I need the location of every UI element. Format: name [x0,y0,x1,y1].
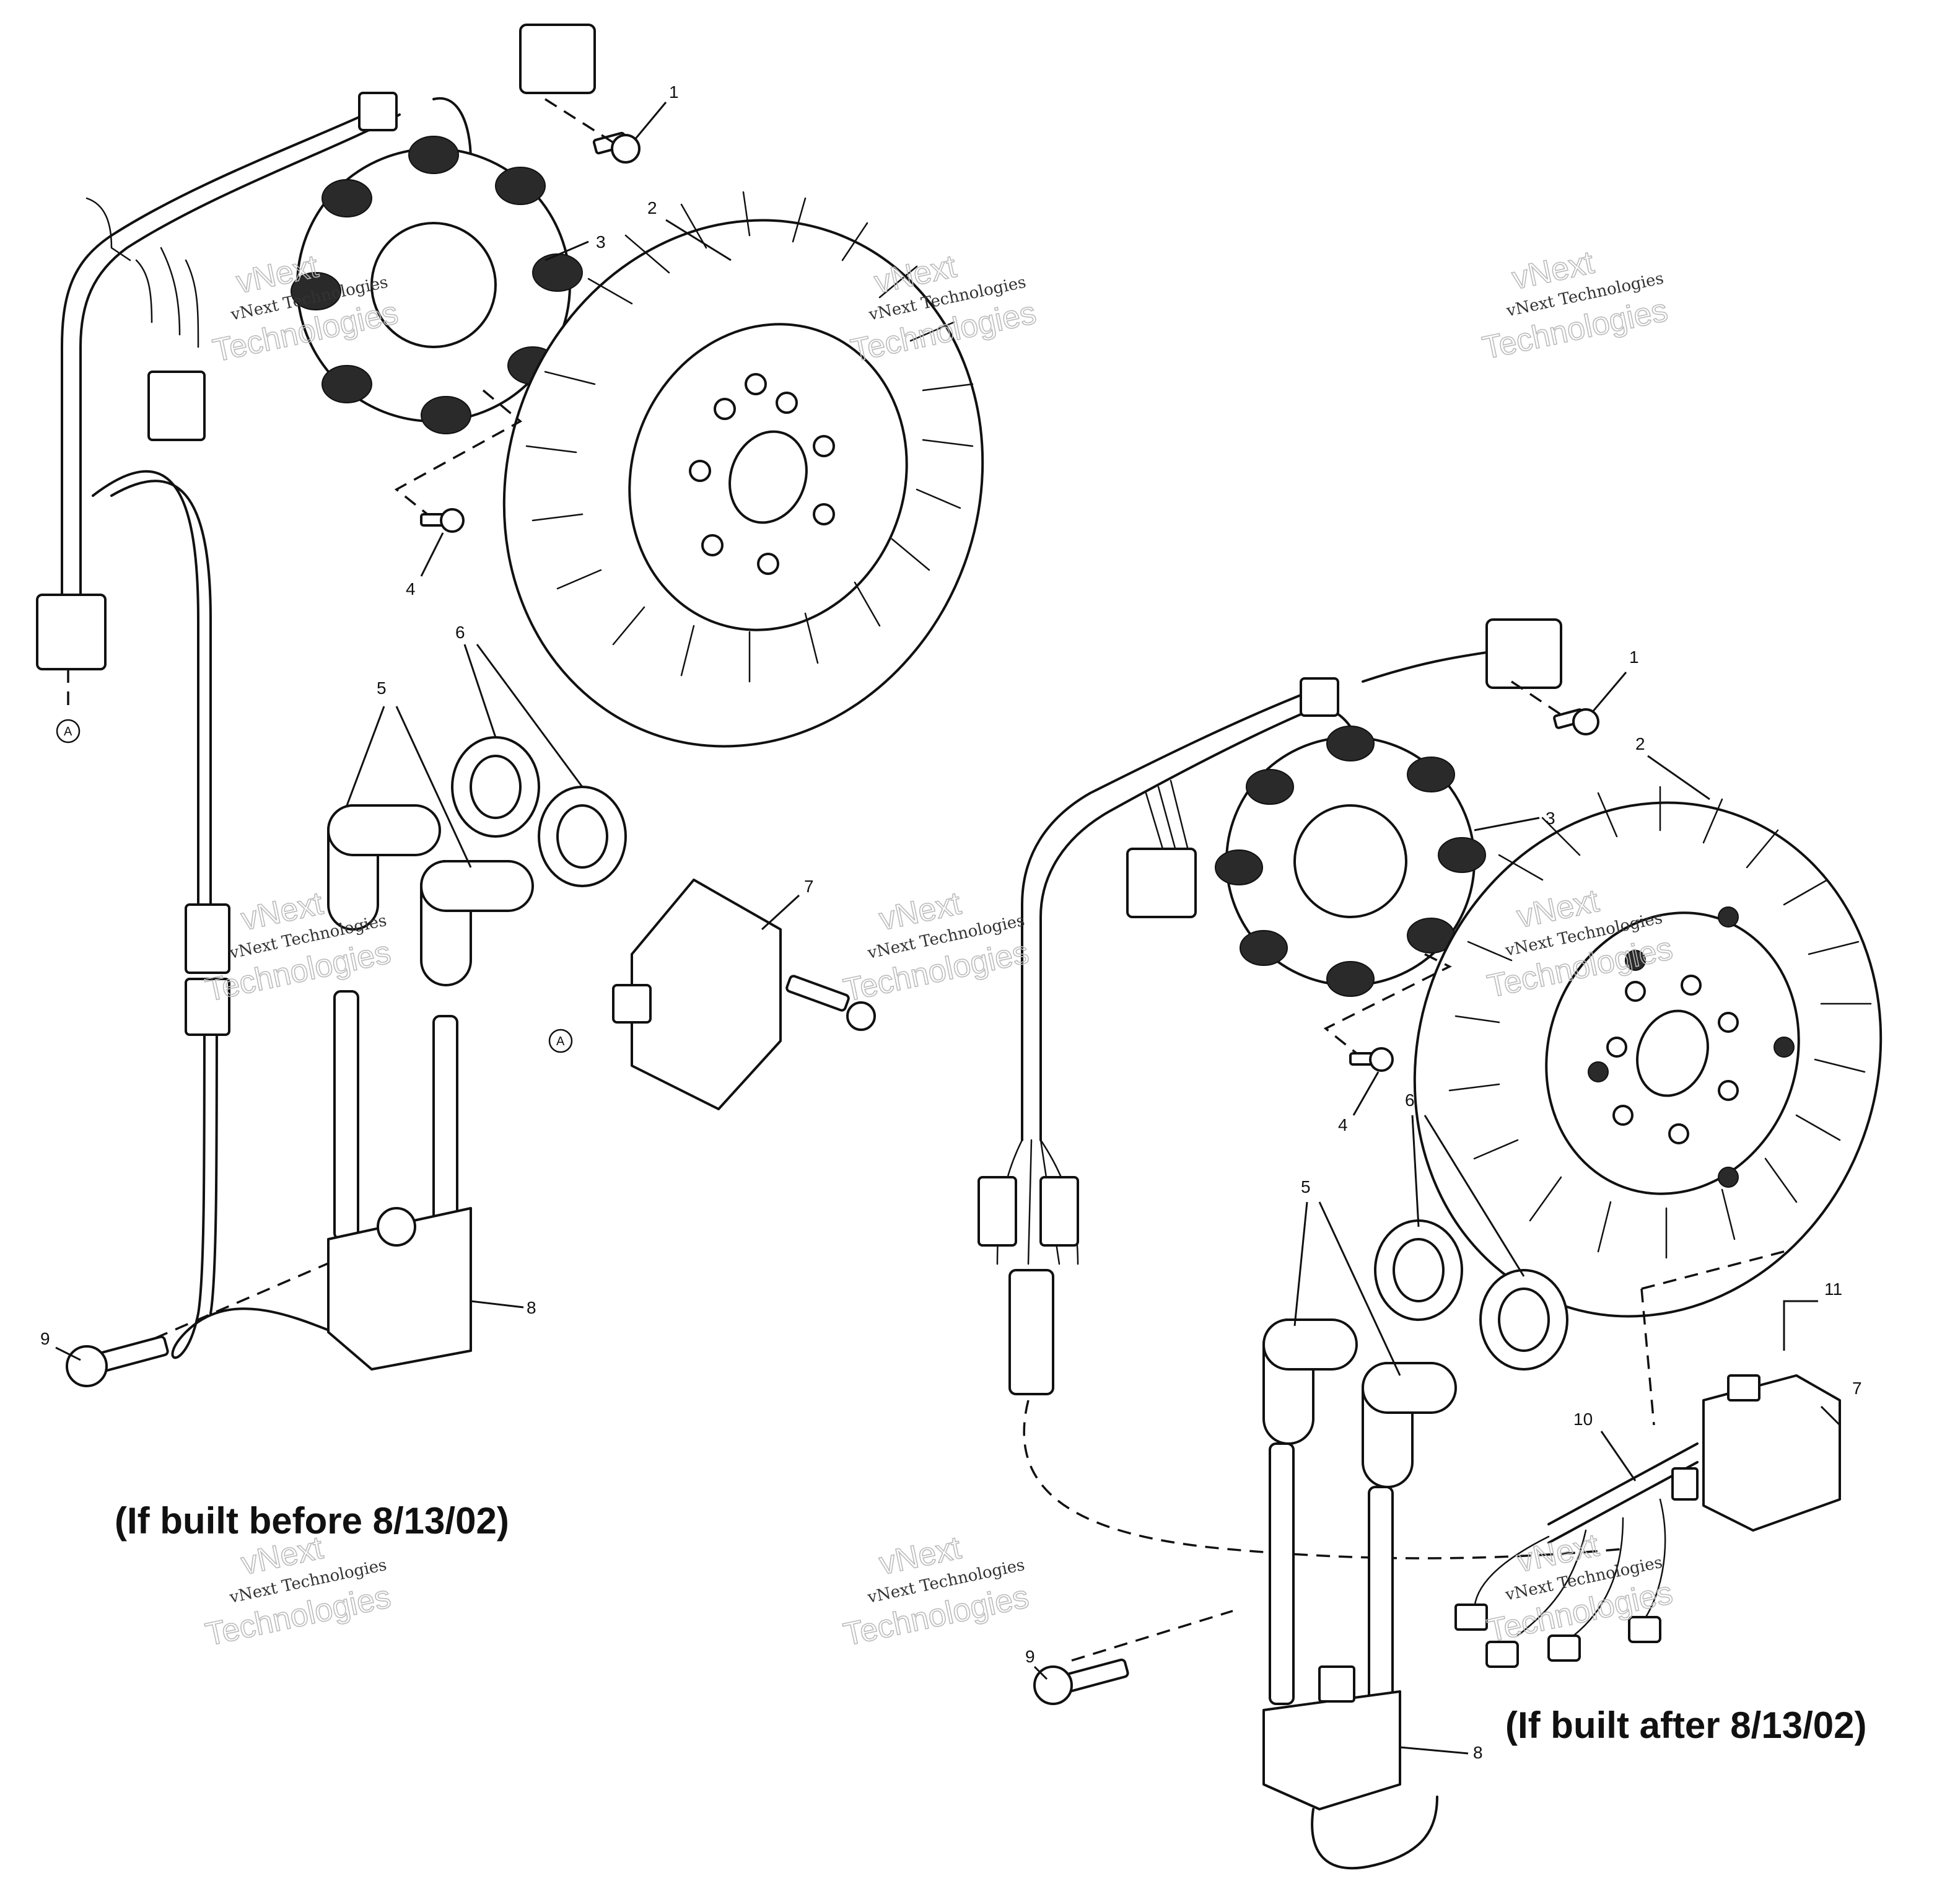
right-harness-10 [1454,1442,1699,1668]
left-callout-9: 9 [40,1329,50,1348]
left-connector-harness [147,371,206,441]
left-connector-coil-mate [185,978,230,1036]
right-bolt-9 [1033,1658,1129,1705]
left-callout-6: 6 [455,623,465,642]
left-callout-leaders [55,102,800,1361]
right-flywheel [1413,786,1883,1318]
right-connectors [977,618,1562,1247]
left-callout-8: 8 [527,1298,536,1317]
left-callout-2: 2 [647,198,657,217]
left-harness-clip [358,92,398,131]
watermark: vNext vNext Technologies Technologies [840,885,1033,1009]
right-callout-9: 9 [1025,1647,1035,1666]
left-callout-7: 7 [804,877,814,896]
right-callout-4: 4 [1338,1115,1348,1134]
right-dashed-lines [1023,680,1785,1662]
right-screw-4 [1349,1047,1394,1072]
left-flywheel [502,191,984,748]
right-ignition-coil [1262,1442,1438,1870]
right-callout-6: 6 [1405,1090,1415,1110]
right-mount-11 [1727,1374,1760,1402]
left-marker-a-top: A [56,719,81,744]
right-stator [1215,726,1486,997]
right-callout-5: 5 [1301,1177,1311,1196]
right-grommets [1374,1219,1568,1371]
left-marker-a-mid: A [548,1029,573,1053]
caption-before: (If built before 8/13/02) [115,1500,509,1542]
right-callout-11: 11 [1824,1279,1842,1299]
right-callout-7: 7 [1852,1379,1862,1398]
watermark: vNext vNext Technologies Technologies [840,1529,1033,1654]
left-bolt-9 [66,1335,169,1387]
right-screw-1 [1553,708,1599,735]
right-callout-8: 8 [1473,1743,1483,1762]
left-screw-1 [592,131,641,164]
right-assembly: 1 2 3 4 5 6 7 8 9 10 11 (If built after … [977,618,1883,1870]
right-callout-2: 2 [1635,734,1645,753]
right-callout-3: 3 [1546,809,1555,828]
left-ignition-coil [327,990,472,1371]
left-top-connector [519,24,596,94]
left-wiring-harness [61,97,472,1359]
left-screw-4 [420,508,465,533]
left-connectors [36,24,596,1036]
watermark: vNext vNext Technologies Technologies [1479,244,1671,367]
svg-text:A: A [556,1035,565,1048]
left-connector-coil [185,903,230,974]
right-callout-leaders [1033,672,1841,1755]
svg-text:A: A [64,725,72,739]
left-stator [291,136,583,434]
left-callout-4: 4 [406,579,416,599]
left-spark-plug-caps [327,804,534,986]
left-callout-1: 1 [669,82,679,102]
left-callout-5: 5 [377,678,387,698]
right-callout-1: 1 [1629,647,1639,667]
right-box-7 [1702,1374,1841,1532]
right-spark-plug-caps [1262,1318,1457,1488]
caption-after: (If built after 8/13/02) [1505,1704,1866,1746]
left-cdi-box [612,879,876,1110]
right-callout-10: 10 [1573,1410,1593,1429]
left-assembly: 1 2 3 4 5 6 7 8 9 A A (If built before 8… [36,24,984,1542]
left-callout-3: 3 [596,232,606,252]
left-connector-main [36,594,107,670]
